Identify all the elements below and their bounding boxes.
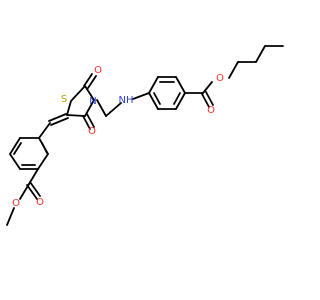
amine-nh-atom-label: NH	[119, 95, 134, 106]
bond-butyl-chain-3	[255, 45, 266, 63]
benzoate-ether-oxygen-label: O	[216, 73, 224, 84]
bond-n-to-methylene	[96, 99, 107, 117]
bond-c5-exocyclic-a	[48, 113, 67, 122]
methyl-ester-carbonyl-oxygen-label: O	[36, 197, 44, 208]
bond-c2-n3	[84, 85, 95, 101]
bond-exocyclic-aryl	[38, 122, 51, 139]
bond-lower-ring-2	[37, 153, 49, 170]
bond-lower-ring-5	[9, 137, 21, 155]
bond-c4-o-b	[86, 113, 95, 128]
bond-c5-exocyclic-b	[50, 117, 69, 126]
bond-methyl-ester-ether	[19, 183, 30, 200]
bond-lower-ring-4	[9, 153, 21, 170]
bond-methylene-to-nh	[105, 102, 122, 117]
bond-c2-o-a	[83, 73, 93, 87]
bond-c4-o-a	[82, 115, 91, 130]
sulfur-atom-label: S	[61, 94, 67, 105]
methyl-ester-ether-oxygen-label: O	[12, 198, 20, 209]
bond-c2-o-b	[87, 75, 97, 89]
benzoate-carbonyl-oxygen-label: O	[207, 105, 215, 116]
bond-methyl-ester-carbonyl-b	[26, 184, 38, 200]
bond-lower-ring-inner-3	[13, 142, 22, 155]
bond-methyl-ester-carbonyl-a	[29, 181, 41, 197]
bond-butyl-ester-carbonyl-a	[201, 93, 210, 108]
bond-right-ring-inner-2	[173, 92, 181, 105]
chemical-structure-diagram: S N NH O O O O O O	[6, 45, 284, 226]
bond-butyl-ester-carbonyl-b	[205, 91, 214, 106]
bond-lower-ring-inner-1	[41, 142, 48, 154]
bond-right-ring-3	[175, 76, 186, 94]
thiazolidinedione-top-oxygen-label: O	[94, 65, 102, 76]
bond-methyl-ester-methyl	[6, 207, 15, 226]
bond-right-ring-1	[148, 76, 159, 94]
ring-nitrogen-atom-label: N	[89, 96, 96, 107]
bond-nh-to-aryl	[132, 92, 150, 100]
bond-c5-s	[66, 100, 72, 116]
bond-s-c2	[70, 85, 86, 102]
bond-c4-c5	[66, 114, 86, 117]
bond-butyl-ester-ether	[202, 81, 213, 94]
bond-right-ring-6	[148, 92, 159, 110]
thiazolidinedione-bottom-oxygen-label: O	[88, 126, 96, 137]
bond-butyl-chain-1	[228, 61, 239, 79]
bond-right-ring-inner-3	[153, 92, 161, 105]
bond-right-ring-4	[175, 92, 186, 110]
chemical-structure-canvas: S N NH O O O O O O	[6, 45, 284, 226]
